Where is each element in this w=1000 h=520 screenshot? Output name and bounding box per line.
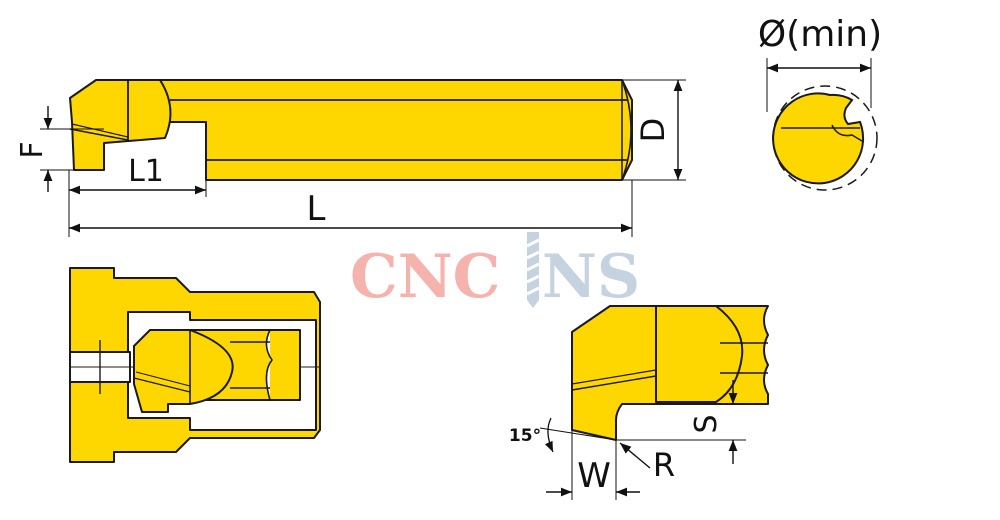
watermark-drill-icon <box>526 232 540 308</box>
end-view-tool-section <box>772 92 865 185</box>
holder-view <box>69 267 321 463</box>
tool-head <box>69 79 172 171</box>
watermark-ns: NS <box>542 242 640 312</box>
detail-view <box>571 305 769 441</box>
label-w: W <box>577 456 611 496</box>
label-d: D <box>634 118 672 143</box>
label-f: F <box>15 141 50 158</box>
side-view-dimensions <box>40 79 686 237</box>
tool-shank <box>159 79 633 181</box>
label-diameter-min: Ø(min) <box>758 14 882 55</box>
detail-dimensions <box>539 380 746 500</box>
end-view <box>766 58 878 191</box>
side-view <box>69 79 633 181</box>
holder-tool-head <box>133 329 234 413</box>
label-s: S <box>689 414 724 433</box>
watermark-cnc: CNC <box>350 242 500 312</box>
label-l: L <box>307 189 326 229</box>
watermark: CNC NS <box>350 232 640 312</box>
label-r: R <box>653 446 675 484</box>
label-angle-15: 15° <box>509 426 541 446</box>
label-l1: L1 <box>128 154 164 189</box>
